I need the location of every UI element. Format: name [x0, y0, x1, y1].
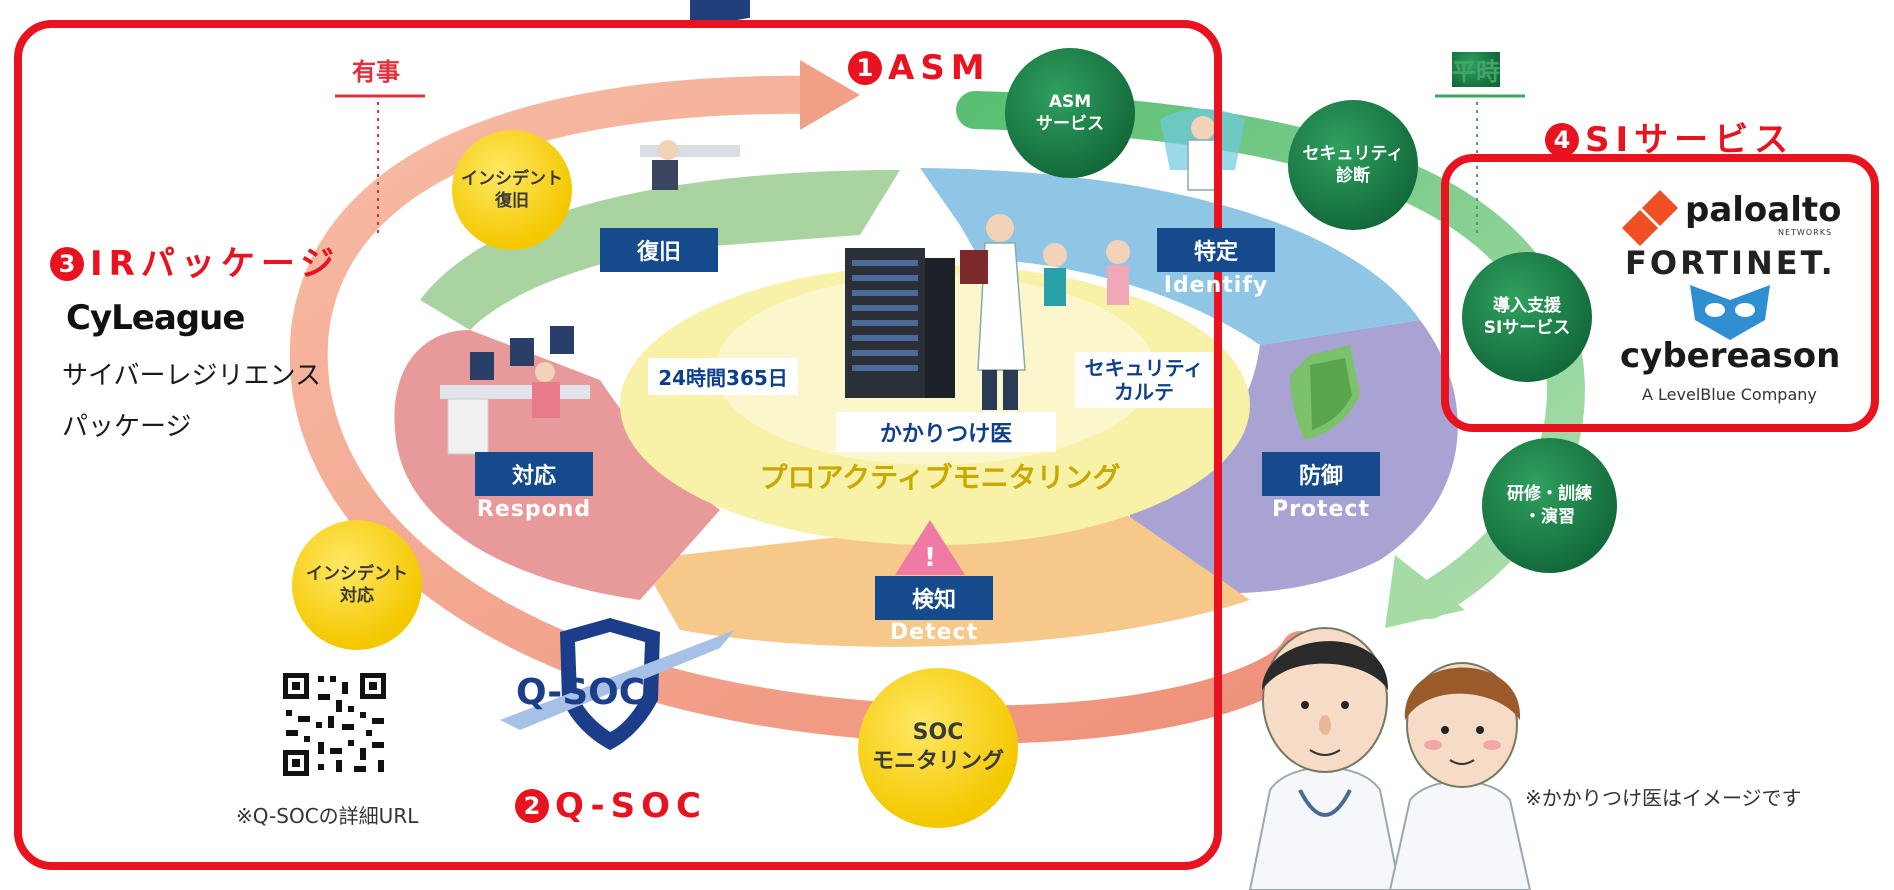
cyleague-logo: CyLeague: [66, 298, 245, 338]
qr-code: [283, 673, 386, 776]
patients-illustration: [1043, 240, 1130, 306]
asm-service-circle: ASM サービス: [1005, 48, 1135, 178]
svg-text:!: !: [924, 543, 936, 573]
tag-protect-ja: 防御: [1262, 452, 1380, 496]
tag-detect-ja: 検知: [875, 576, 993, 620]
server-rack-illustration: [845, 248, 955, 398]
si-red-frame: [1441, 154, 1879, 432]
tag-respond-ja: 対応: [475, 452, 593, 496]
training-exercise-circle: 研修・訓練 ・演習: [1482, 438, 1617, 573]
tag-recover-ja: 復旧: [600, 228, 718, 272]
qsoc-shield-logo: [500, 618, 735, 750]
recover-workstation-illustration: [640, 0, 750, 190]
security-karte-label: セキュリティ カルテ: [1075, 352, 1213, 408]
incident-response-circle: インシデント 対応: [292, 520, 422, 650]
tag-recover-en: Recover: [606, 273, 714, 298]
qsoc-logo-text: Q-SOC: [516, 672, 646, 713]
doctor-with-clipboard-illustration: [960, 214, 1026, 410]
tag-protect-en: Protect: [1271, 497, 1371, 522]
proactive-monitoring-title: プロアクティブモニタリング: [759, 461, 1121, 494]
cybereason-logo-text: cybereason: [1620, 336, 1841, 376]
family-doctor-label: かかりつけ医: [836, 412, 1056, 452]
ir-package-line2: パッケージ: [62, 412, 192, 442]
main-red-frame: [14, 20, 1222, 870]
qr-caption: ※Q-SOCの詳細URL: [236, 804, 419, 828]
phase-header-normal: 平時: [1452, 52, 1500, 87]
ir-package-line1: サイバーレジリエンス: [62, 361, 321, 391]
doctors-illustration: [1248, 627, 1532, 890]
soc-monitoring-circle: SOC モニタリング: [858, 668, 1018, 828]
respond-desk-illustration: [440, 326, 590, 455]
doctor-image-note: ※かかりつけ医はイメージです: [1525, 786, 1802, 810]
paloalto-logo-mark: [1622, 190, 1678, 246]
tag-detect-en: Detect: [889, 620, 979, 645]
cybereason-logo-subtext: A LevelBlue Company: [1642, 385, 1817, 404]
tag-identify-ja: 特定: [1157, 228, 1275, 272]
warning-triangle-illustration: !: [895, 520, 965, 575]
identify-scientist-illustration: [1160, 108, 1245, 191]
cybereason-owl-logo-mark: [1690, 285, 1770, 340]
security-assessment-circle: セキュリティ 診断: [1288, 100, 1418, 230]
shield-illustration: [1290, 345, 1360, 440]
si-implementation-circle: 導入支援 SIサービス: [1462, 252, 1592, 382]
orange-arrowhead: [800, 60, 860, 130]
fortinet-logo-text: FORTINET.: [1625, 244, 1836, 282]
incident-recovery-circle: インシデント 復旧: [452, 130, 572, 250]
paloalto-logo-text: paloalto: [1685, 190, 1842, 230]
tag-identify-en: Identify: [1163, 273, 1269, 298]
phase-header-emergency: 有事: [352, 58, 400, 86]
hours-label: 24時間365日: [648, 358, 798, 395]
green-arrowhead: [1385, 555, 1465, 628]
tag-respond-en: Respond: [476, 497, 592, 522]
paloalto-logo-subtext: NETWORKS: [1778, 228, 1833, 237]
